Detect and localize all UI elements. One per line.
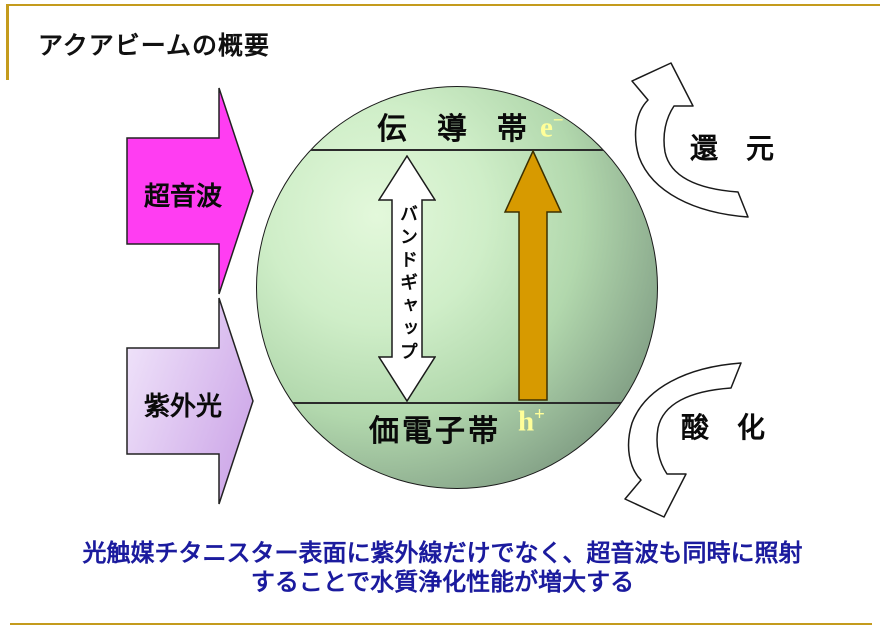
frame-left-line <box>6 4 9 80</box>
electron-label: e− <box>540 110 564 145</box>
reduction-label: 還 元 <box>690 133 775 164</box>
hole-symbol: h <box>518 405 535 438</box>
ultrasound-label: 超音波 <box>143 181 222 211</box>
conduction-band-label: 伝 導 帯 <box>377 113 527 146</box>
band-gap-double-arrow-icon <box>378 155 436 402</box>
valence-band-line <box>257 402 657 404</box>
valence-band-label: 価電子帯 <box>369 415 501 448</box>
electron-symbol: e <box>540 111 553 144</box>
uv-light-right-arrow-icon <box>126 297 254 505</box>
conduction-band-line <box>257 149 657 151</box>
band-gap-label: バンドギャップ <box>398 203 418 365</box>
electron-charge: − <box>552 110 564 131</box>
hole-charge: + <box>534 404 545 425</box>
oxidation-curved-arrow-icon <box>624 362 742 518</box>
caption: 光触媒チタニスター表面に紫外線だけでなく、超音波も同時に照射 することで水質浄化… <box>0 539 885 597</box>
oxidation-label: 酸 化 <box>681 412 766 443</box>
frame-bottom-line <box>10 623 872 625</box>
frame-top-line <box>6 4 880 6</box>
uv-light-label: 紫外光 <box>143 391 222 421</box>
reduction-curved-arrow-icon <box>631 62 749 218</box>
page-title: アクアビームの概要 <box>38 32 271 60</box>
photocatalyst-sphere <box>256 86 658 489</box>
caption-line-2: することで水質浄化性能が増大する <box>250 569 635 596</box>
ultrasound-right-arrow-icon <box>126 87 254 295</box>
caption-line-1: 光触媒チタニスター表面に紫外線だけでなく、超音波も同時に照射 <box>82 540 803 567</box>
excitation-up-arrow-icon <box>503 150 563 401</box>
hole-label: h+ <box>518 404 545 439</box>
